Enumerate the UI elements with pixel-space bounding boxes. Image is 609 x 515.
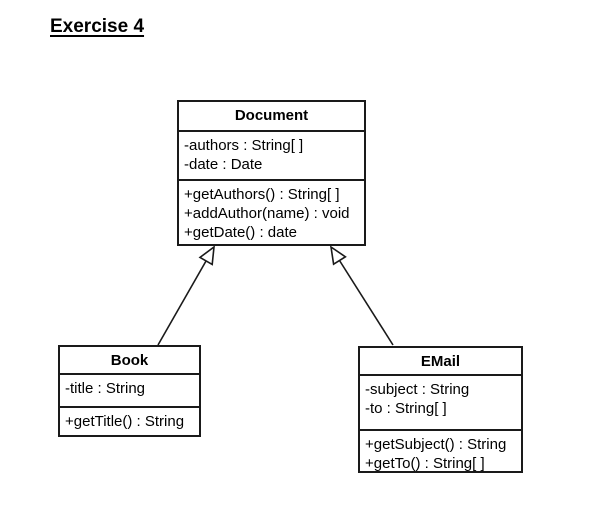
hollow-triangle-arrowhead-icon bbox=[198, 245, 215, 266]
attribute: -date : Date bbox=[184, 156, 263, 173]
class-methods-compartment: +getAuthors() : String[ ] +addAuthor(nam… bbox=[179, 179, 364, 242]
class-attributes-compartment: -title : String bbox=[60, 375, 199, 406]
class-box-email: EMail -subject : String -to : String[ ] … bbox=[358, 346, 523, 473]
method: +getTitle() : String bbox=[65, 413, 185, 430]
inheritance-arrow-book-to-document bbox=[157, 245, 215, 346]
method: +getSubject() : String bbox=[365, 436, 507, 453]
class-name: Book bbox=[60, 347, 199, 375]
class-box-document: Document -authors : String[ ] -date : Da… bbox=[177, 100, 366, 246]
page-title: Exercise 4 bbox=[50, 16, 145, 37]
class-attributes-compartment: -authors : String[ ] -date : Date bbox=[179, 132, 364, 179]
inheritance-arrow-email-to-document bbox=[329, 245, 394, 346]
class-name: EMail bbox=[360, 348, 521, 376]
class-methods-compartment: +getSubject() : String +getTo() : String… bbox=[360, 429, 521, 473]
class-attributes-compartment: -subject : String -to : String[ ] bbox=[360, 376, 521, 429]
method: +getDate() : date bbox=[184, 224, 297, 241]
method: +getTo() : String[ ] bbox=[365, 455, 485, 472]
attribute: -to : String[ ] bbox=[365, 400, 447, 417]
class-name: Document bbox=[179, 102, 364, 132]
attribute: -title : String bbox=[65, 380, 146, 397]
hollow-triangle-arrowhead-icon bbox=[329, 245, 347, 266]
method: +addAuthor(name) : void bbox=[184, 205, 350, 222]
method: +getAuthors() : String[ ] bbox=[184, 186, 340, 203]
attribute: -subject : String bbox=[365, 381, 470, 398]
class-methods-compartment: +getTitle() : String bbox=[60, 406, 199, 431]
attribute: -authors : String[ ] bbox=[184, 137, 304, 154]
class-box-book: Book -title : String +getTitle() : Strin… bbox=[58, 345, 201, 437]
